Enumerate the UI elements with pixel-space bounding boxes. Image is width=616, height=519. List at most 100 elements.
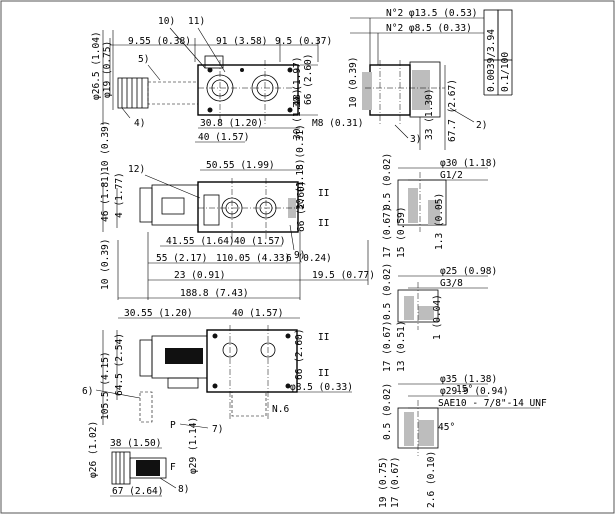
tolerance-1: 0.0039/3.94 (486, 29, 497, 92)
callout-10: 10) (158, 16, 175, 27)
plan-connector (139, 187, 153, 223)
dim-30-55: 30.55 (1.20) (124, 308, 193, 319)
dim-bottom-40: 40 (1.57) (232, 308, 283, 319)
label-f: F (170, 462, 176, 473)
dim-50-55: 50.55 (1.99) (206, 160, 275, 171)
plan-body (197, 181, 299, 233)
side-right-block (412, 70, 430, 110)
port2-v0-5: 0.5 (0.02) (382, 263, 393, 320)
dim-side-67-7: 67.7 (2.67) (447, 79, 458, 142)
plan-coil (151, 184, 199, 226)
callout-11: 11) (188, 16, 205, 27)
coil-hidden (147, 81, 199, 105)
dim-plan-40: 40 (1.57) (234, 236, 285, 247)
port1-v0-5: 0.5 (0.02) (382, 153, 393, 210)
plan-ii-top: II (318, 188, 329, 199)
dim-mid-width: 91 (3.58) (216, 36, 267, 47)
plan-pilot (203, 194, 220, 226)
port3-angle-15: 15° (456, 384, 473, 395)
dim-38: 38 (1.50) (110, 438, 161, 449)
port1-v15: 15 (0.59) (396, 207, 407, 258)
dim-m8: M8 (0.31) (312, 118, 363, 129)
dim-d8-5: φ8.5 (0.33) (290, 382, 353, 393)
side-body (369, 64, 411, 116)
body-top-lug (204, 55, 224, 69)
override-shaft (129, 457, 167, 479)
dim-d26: φ26 (1.02) (88, 421, 99, 478)
bottom-coil-band (165, 348, 203, 364)
plan-label-plate (161, 197, 185, 215)
port3-angle-45: 45° (438, 422, 455, 433)
connector-body (117, 77, 149, 109)
port3-v19: 19 (0.75) (378, 457, 389, 508)
callout-8: 8) (178, 484, 189, 495)
bottom-ii-bottom: II (318, 368, 329, 379)
bottom-ii-top: II (318, 332, 329, 343)
dim-n2-13-5: N°2 φ13.5 (0.53) (386, 8, 478, 19)
dim-plan-4: 4 (1.77) (114, 172, 125, 218)
port3-diameter-2: φ29.9 (0.94) (440, 386, 509, 397)
dim-plan-10: 10 (0.39) (100, 239, 111, 290)
dim-23: 23 (0.91) (174, 270, 225, 281)
bottom-view: 30.55 (1.20) 40 (1.57) 105.5 (4.15) 64.5… (82, 308, 353, 497)
dim-105-5: 105.5 (4.15) (100, 351, 111, 420)
dim-d19: φ19 (0.75) (102, 41, 113, 98)
dim-h66: 66 (2.60) (303, 54, 314, 105)
dim-n2-8-5: N°2 φ8.5 (0.33) (386, 23, 472, 34)
callout-5: 5) (138, 54, 149, 65)
port2-v17: 17 (0.67) (382, 321, 393, 372)
callout-12: 12) (128, 164, 145, 175)
port-detail-g12: φ30 (1.18) G1/2 0.5 (0.02) 17 (0.67) 15 … (382, 153, 497, 258)
dim-19-5: 19.5 (0.77) (312, 270, 375, 281)
port1-diameter: φ30 (1.18) (440, 158, 497, 169)
dim-v10: 10 (0.39) (100, 121, 111, 172)
dim-d29: φ29 (1.14) (188, 417, 199, 474)
dim-55: 55 (2.17) (156, 253, 207, 264)
port2-thread: G3/8 (440, 278, 463, 289)
dim-30-8: 30.8 (1.20) (200, 118, 263, 129)
side-view: N°2 φ13.5 (0.53) N°2 φ8.5 (0.33) 0.0039/… (348, 8, 513, 150)
port2-v1: 1 (0.04) (432, 294, 443, 340)
dim-plan-46: 46 (1.81) (100, 171, 111, 222)
port2-v13: 13 (0.51) (396, 321, 407, 372)
plan-view: 50.55 (1.99) 12) 9) 46 (1.81) 4 (1.77) 6… (100, 159, 375, 300)
override-knob (111, 451, 131, 485)
tolerance-2: 0.1/100 (500, 52, 511, 92)
tolerance-frame-2 (497, 9, 513, 61)
dim-h30-197: 30 (1.97) (292, 57, 303, 108)
bottom-connector (139, 339, 153, 377)
side-left-block (362, 72, 372, 110)
dim-6: 6 (0.24) (286, 253, 332, 264)
valve-body-front (197, 64, 299, 116)
bottom-body (206, 329, 298, 393)
port3-v0-5: 0.5 (0.02) (382, 383, 393, 440)
callout-4: 4) (134, 118, 145, 129)
callout-6: 6) (82, 386, 93, 397)
port1-thread: G1/2 (440, 170, 463, 181)
plan-ii-bottom: II (318, 218, 329, 229)
port3-v2-6: 2.6 (0.10) (426, 451, 437, 508)
dim-67: 67 (2.64) (112, 486, 163, 497)
dim-plan-66: 66 (2.60) (296, 181, 307, 232)
dim-side-33: 33 (1.30) (424, 89, 435, 140)
port3-v17: 17 (0.67) (390, 457, 401, 508)
label-p: P (170, 420, 176, 431)
port-detail-g38: φ25 (0.98) G3/8 0.5 (0.02) 17 (0.67) 13 … (382, 263, 497, 372)
dim-64-5: 64.5 (2.54) (114, 333, 125, 396)
dim-side-10: 10 (0.39) (348, 57, 359, 108)
dim-h30-118: 30 (1.18) (292, 89, 303, 140)
callout-2: 2) (476, 120, 487, 131)
dim-188-8: 188.8 (7.43) (180, 288, 249, 299)
dim-plan-30: 30 (1.18) (295, 159, 306, 210)
dim-bottom-66: 66 (2.60) (294, 329, 305, 380)
port-detail-sae10: φ35 (1.38) φ29.9 (0.94) SAE10 - 7/8"-14 … (378, 374, 547, 508)
front-view: 9.55 (0.38) 91 (3.58) 9.5 (0.37) 10) 11)… (91, 16, 363, 172)
port1-v1-3: 1.3 (0.05) (434, 193, 445, 250)
dim-40-top: 40 (1.57) (198, 132, 249, 143)
dim-110-05: 110.05 (4.33) (216, 253, 290, 264)
callout-3: 3) (410, 134, 421, 145)
dim-n6: N.6 (272, 404, 289, 415)
port3-diameter: φ35 (1.38) (440, 374, 497, 385)
